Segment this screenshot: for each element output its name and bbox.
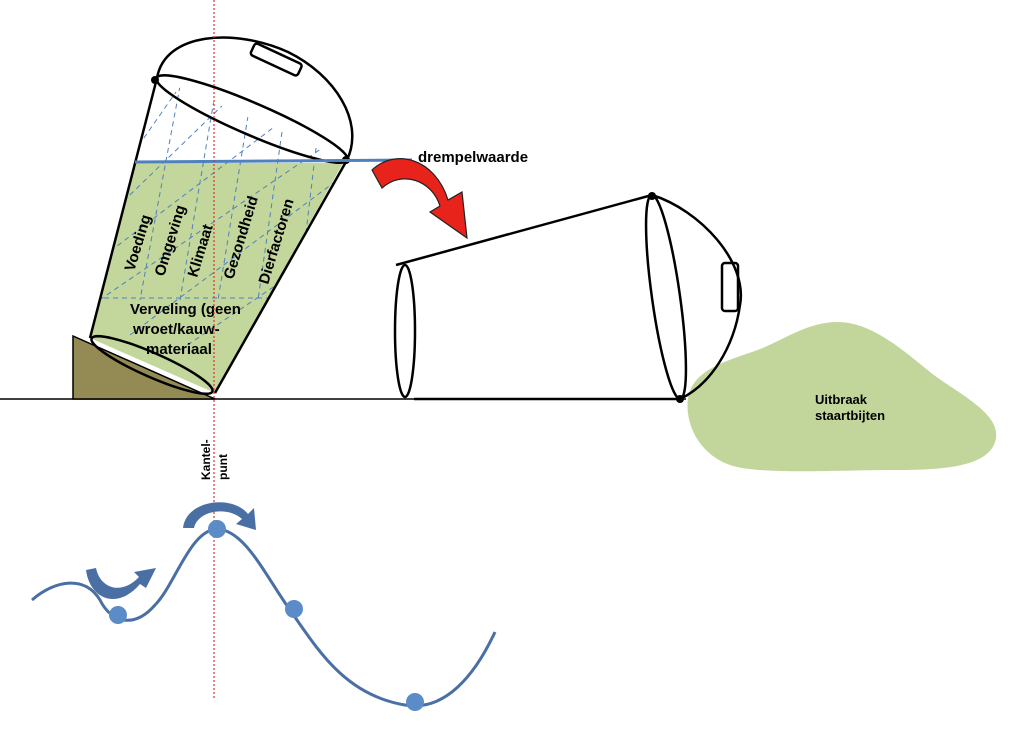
ball-left-valley — [109, 606, 127, 624]
ball-slope — [285, 600, 303, 618]
bucket-hinge — [648, 192, 656, 200]
boredom-line: wroet/kauw- — [132, 321, 220, 338]
tipping-arrow — [371, 158, 468, 240]
threshold-line — [134, 158, 413, 164]
threshold-label: drempelwaarde — [418, 149, 528, 166]
bucket-contents — [90, 163, 343, 393]
tipping-point-label: Kantel- punt — [199, 439, 230, 480]
tipping-point-line: Kantel- — [199, 439, 213, 480]
outbreak-line: Uitbraak — [815, 392, 868, 407]
tipping-point-line: punt — [216, 454, 230, 480]
boredom-line: Verveling (geen — [130, 301, 241, 318]
outbreak-label: Uitbraak staartbijten — [815, 392, 885, 423]
stability-landscape-curve — [31, 527, 497, 708]
boredom-line: materiaal — [146, 341, 212, 358]
outbreak-line: staartbijten — [815, 408, 885, 423]
ball-deep-valley — [406, 693, 424, 711]
ball-tipping-point — [208, 520, 226, 538]
bucket-hinge — [151, 76, 159, 84]
boredom-label: Verveling (geen wroet/kauw- materiaal — [130, 301, 241, 358]
blue-arrow-top — [183, 502, 256, 530]
blue-arrow-left — [86, 568, 156, 599]
support-wedge — [72, 334, 216, 400]
bucket-hinge — [676, 395, 684, 403]
outbreak-splash — [687, 322, 997, 472]
